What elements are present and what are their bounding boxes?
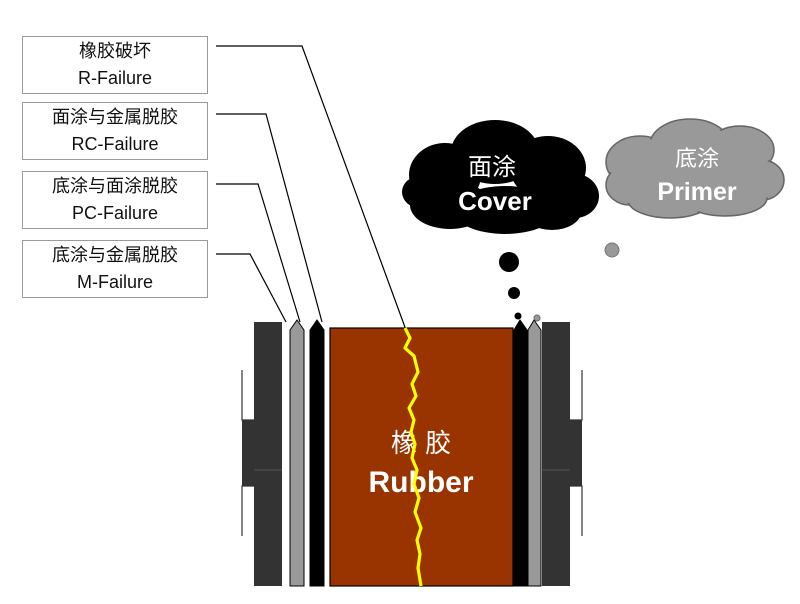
right-metal-part	[542, 322, 583, 586]
left-cover-layer	[309, 319, 325, 587]
label-pc-failure: 底涂与面涂脱胶 PC-Failure	[22, 171, 208, 229]
right-primer-layer	[527, 319, 542, 587]
leader-pc-failure	[216, 183, 301, 323]
label-pc-failure-en: PC-Failure	[71, 203, 159, 223]
label-rc-failure-en: RC-Failure	[71, 134, 159, 154]
right-bracket-upper	[570, 370, 583, 421]
rubber-label-en: Rubber	[369, 466, 474, 499]
rubber-label-zh: 橡 胶	[391, 429, 451, 459]
cover-bubble-large	[499, 252, 519, 272]
primer-label-en: Primer	[657, 178, 736, 206]
cover-bubble-small	[514, 312, 522, 320]
label-m-failure-zh: 底涂与金属脱胶	[52, 245, 178, 266]
primer-cloud-fill	[608, 121, 782, 216]
primer-bubble-small	[533, 314, 541, 322]
label-rc-failure: 面涂与金属脱胶 RC-Failure	[22, 102, 208, 160]
leader-r-failure	[216, 45, 407, 331]
left-bracket-upper	[241, 370, 254, 421]
rubber-crack	[403, 327, 423, 587]
cover-bubble-medium	[508, 287, 520, 299]
left-metal-part	[241, 322, 282, 586]
label-pc-failure-zh: 底涂与面涂脱胶	[52, 176, 178, 197]
cover-label-zh: 面涂	[468, 153, 516, 181]
left-metal-flange	[242, 420, 282, 486]
leader-m-failure	[216, 253, 287, 323]
label-m-failure-en: M-Failure	[76, 272, 153, 292]
right-cover-layer	[513, 319, 528, 587]
cover-cloud	[402, 120, 599, 234]
rubber-block	[329, 327, 514, 587]
left-bracket-lower	[241, 485, 254, 536]
primer-bubble-large	[604, 242, 620, 258]
label-r-failure-en: R-Failure	[77, 68, 152, 88]
primer-label-zh: 底涂	[675, 147, 719, 172]
label-m-failure: 底涂与金属脱胶 M-Failure	[22, 240, 208, 298]
right-bracket-lower	[570, 485, 583, 536]
label-r-failure-zh: 橡胶破坏	[79, 41, 151, 62]
label-r-failure: 橡胶破坏 R-Failure	[22, 36, 208, 94]
leader-rc-failure	[216, 113, 323, 323]
label-rc-failure-zh: 面涂与金属脱胶	[52, 107, 178, 128]
left-primer-layer	[289, 319, 305, 587]
right-metal-flange	[542, 420, 582, 486]
cover-label-en: Cover	[458, 186, 532, 216]
